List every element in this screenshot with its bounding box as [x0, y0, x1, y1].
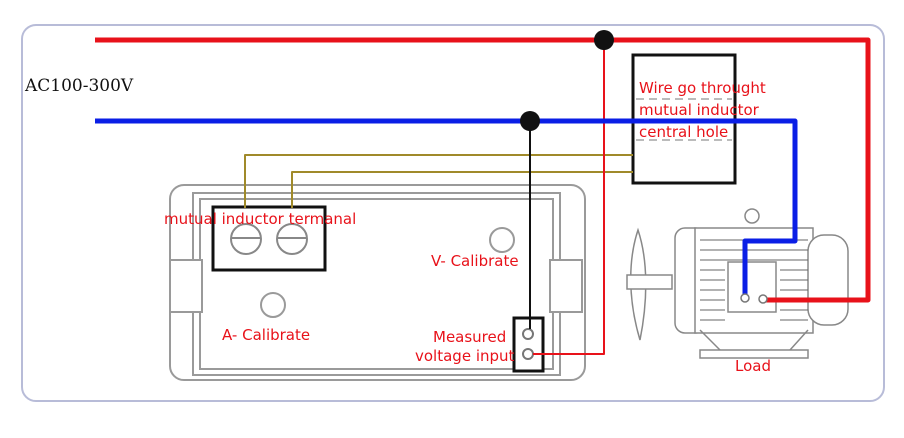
- motor-load: [626, 208, 849, 359]
- live-tap-wire: [533, 40, 605, 355]
- neutral-junction-dot: [520, 111, 540, 131]
- ct-wire-2: [291, 171, 633, 208]
- meter-device: [169, 184, 586, 381]
- voltage-terminal-block: [512, 316, 545, 373]
- frame: [21, 24, 885, 402]
- transformer-label-1: Wire go throught: [639, 79, 766, 97]
- a-calibrate-pot: [260, 292, 286, 318]
- measured-label-1: Measured: [433, 328, 506, 346]
- ct-wire-1: [244, 154, 633, 208]
- load-label: Load: [735, 357, 771, 375]
- side-tab-left: [169, 259, 203, 313]
- v-calibrate-pot: [489, 227, 515, 253]
- v-calibrate-label: V- Calibrate: [431, 252, 519, 270]
- terminal-label: mutual inductor termanal: [164, 210, 356, 228]
- measured-label-2: voltage input: [415, 347, 515, 365]
- side-tab-right: [549, 259, 583, 313]
- transformer-label-2: mutual inductor: [639, 101, 760, 119]
- a-calibrate-label: A- Calibrate: [222, 326, 310, 344]
- ct-terminal-block: [211, 205, 327, 272]
- transformer-label-3: central hole: [639, 123, 728, 141]
- live-wire: [95, 37, 871, 303]
- neutral-wire: [95, 118, 798, 298]
- live-junction-dot: [594, 30, 614, 50]
- source-voltage-label: AC100-300V: [24, 76, 134, 96]
